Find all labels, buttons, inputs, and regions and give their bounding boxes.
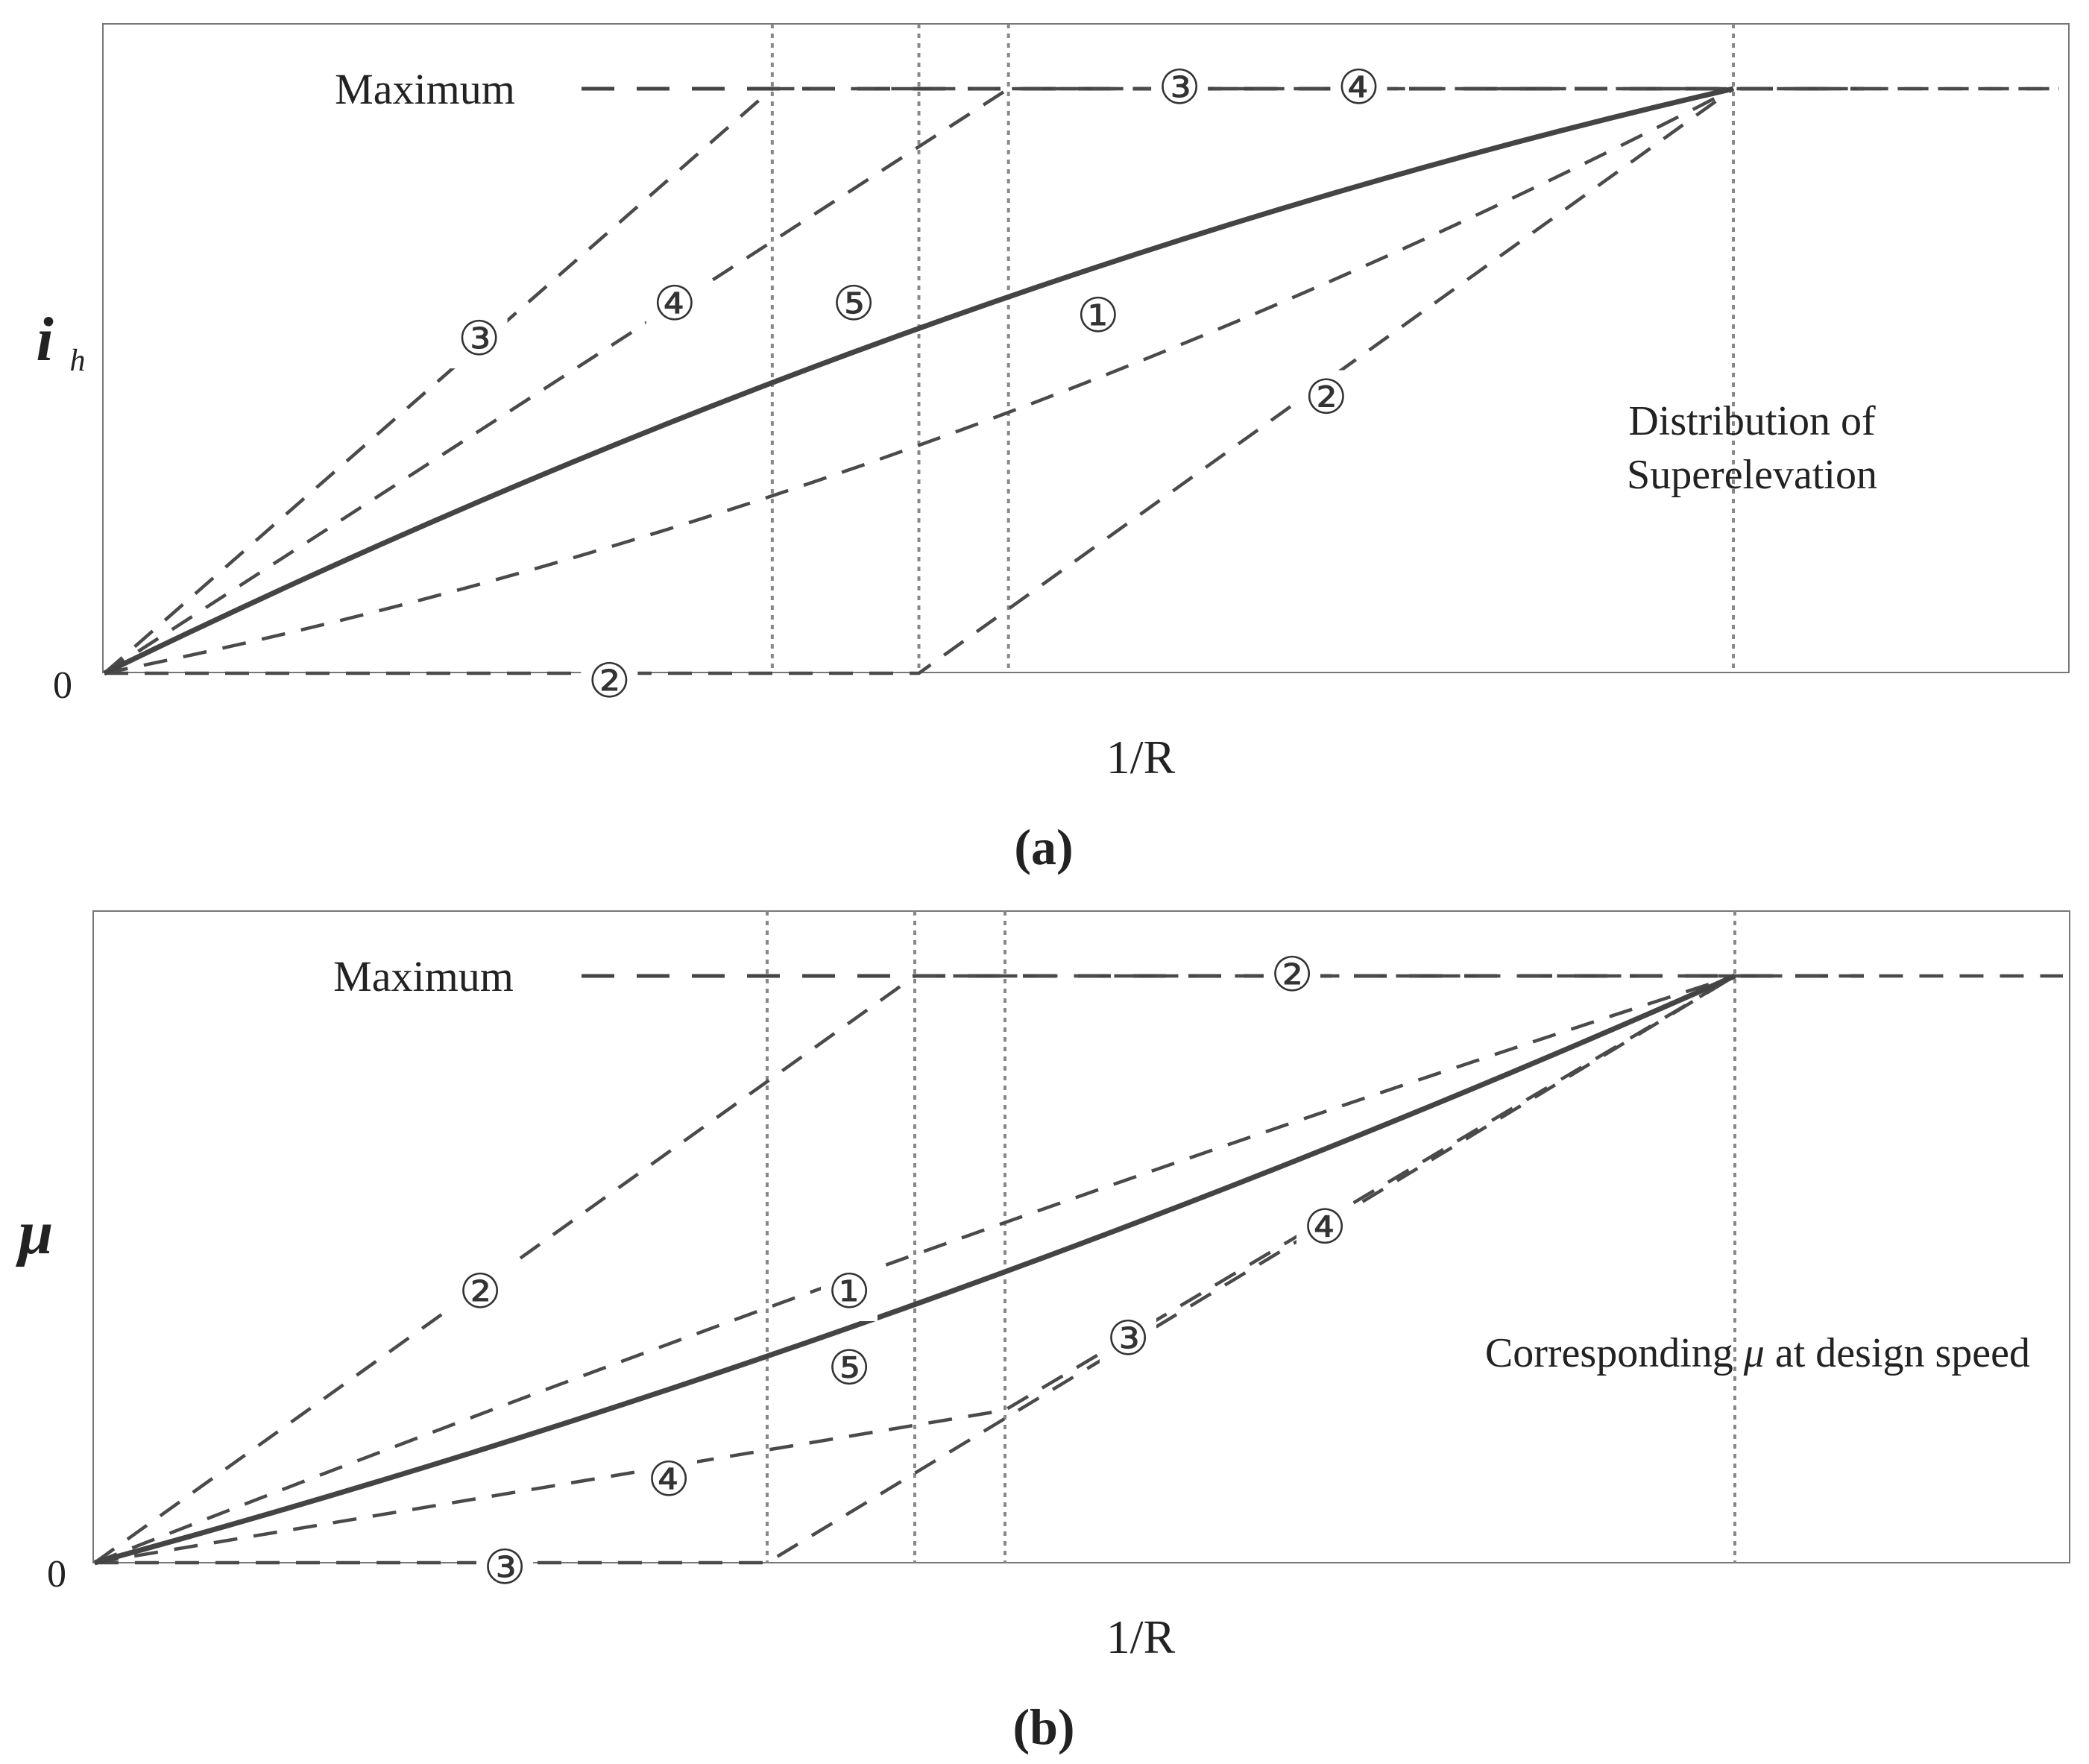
label-text: ② <box>1305 371 1347 426</box>
label-text: ① <box>828 1264 870 1320</box>
label-background <box>1100 1311 1156 1368</box>
series-line-5 <box>103 86 1734 676</box>
y-axis-label: i <box>36 305 53 374</box>
origin-label: 0 <box>47 1553 66 1596</box>
series-label-4: ④ <box>640 1452 697 1509</box>
series-line-2 <box>104 87 1735 675</box>
annotation-text: Corresponding μ at design speed <box>1485 1330 2030 1376</box>
label-background <box>1297 370 1355 427</box>
label-text: ② <box>588 654 631 709</box>
panel-label: (a) <box>1014 819 1073 875</box>
annotation-line-1: Distribution of <box>1628 398 1876 444</box>
maximum-label: Maximum <box>335 65 515 113</box>
plot-frame <box>92 910 2070 1563</box>
annotation-part-2: μ <box>1743 1330 1765 1376</box>
series-label-1: ③ <box>450 312 508 369</box>
series-label-8: ④ <box>1330 60 1387 117</box>
series-line-5 <box>94 973 1736 1566</box>
label-text: ③ <box>483 1540 526 1596</box>
label-background <box>640 1452 697 1509</box>
x-axis-label: 1/R <box>1106 731 1176 784</box>
annotation-part-3: at design speed <box>1765 1330 2030 1376</box>
x-axis-label: 1/R <box>1106 1610 1176 1663</box>
label-background <box>825 277 883 334</box>
series-label-4: ① <box>1069 288 1127 345</box>
label-background <box>476 1540 533 1597</box>
series-label-1: ② <box>452 1264 508 1321</box>
series-line-1 <box>104 87 1735 675</box>
origin-label: 0 <box>53 664 72 707</box>
annotation-part-1: Corresponding <box>1485 1330 1744 1376</box>
label-background <box>581 653 638 711</box>
label-background <box>646 277 703 334</box>
label-text: ⑤ <box>828 1341 870 1396</box>
label-background <box>452 1264 508 1321</box>
series-line-3 <box>95 974 1736 1565</box>
series-label-2: ④ <box>646 277 703 334</box>
label-text: ① <box>1077 289 1119 344</box>
series-label-7: ③ <box>1151 60 1209 117</box>
series-label-2: ① <box>821 1264 877 1321</box>
series-line-3 <box>103 86 2059 675</box>
label-background <box>1264 948 1320 1004</box>
label-text: ④ <box>653 277 696 332</box>
series-label-8: ② <box>1264 948 1320 1004</box>
series-label-6: ③ <box>1100 1311 1156 1368</box>
series-label-3: ⑤ <box>821 1341 877 1398</box>
series-label-5: ② <box>1297 370 1355 427</box>
annotation-line-2: Superelevation <box>1627 452 1877 498</box>
series-label-7: ④ <box>1296 1200 1353 1257</box>
y-axis-label: μ <box>16 1198 54 1267</box>
y-axis-subscript: h <box>70 344 86 378</box>
label-text: ③ <box>1106 1311 1149 1367</box>
series-label-5: ③ <box>476 1540 533 1597</box>
label-text: ③ <box>1158 60 1200 116</box>
label-text: ④ <box>647 1452 690 1508</box>
label-background <box>1330 60 1387 117</box>
label-background <box>450 312 508 369</box>
panel-label: (b) <box>1012 1698 1074 1755</box>
label-text: ④ <box>1337 60 1380 116</box>
label-background <box>821 1264 877 1321</box>
label-background <box>1151 60 1209 117</box>
label-text: ④ <box>1303 1200 1346 1255</box>
maximum-label: Maximum <box>333 952 514 1001</box>
series-line-4 <box>103 86 2059 675</box>
series-label-6: ② <box>581 653 638 711</box>
series-line-2 <box>93 974 2063 1564</box>
label-text: ② <box>459 1264 501 1320</box>
label-text: ③ <box>458 312 500 367</box>
label-text: ② <box>1270 948 1313 1003</box>
series-label-3: ⑤ <box>825 277 883 334</box>
label-text: ⑤ <box>832 277 875 332</box>
label-background <box>1069 288 1127 345</box>
label-background <box>1296 1200 1353 1257</box>
plot-frame <box>102 23 2070 673</box>
label-background <box>821 1341 877 1398</box>
